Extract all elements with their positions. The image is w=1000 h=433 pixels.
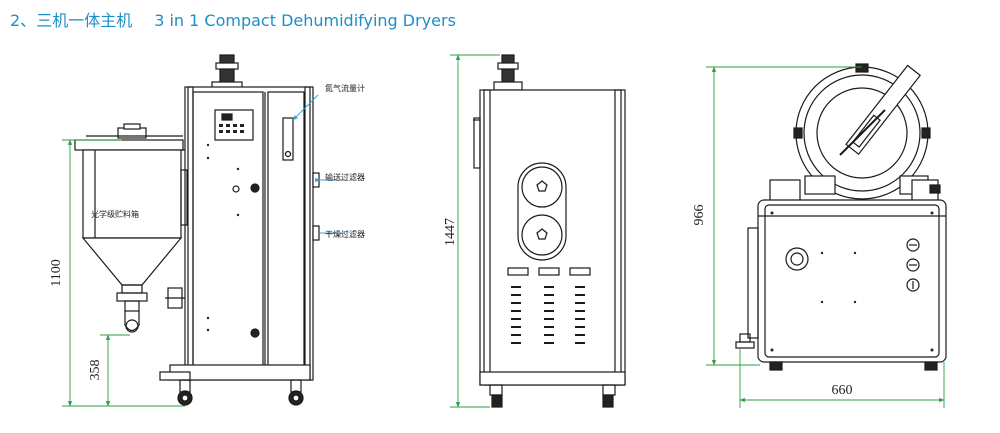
- label-drying-filter: 干燥过滤器: [325, 229, 365, 239]
- dim-front-base: 358: [88, 360, 103, 381]
- label-hopper: 光学级贮料箱: [91, 209, 139, 219]
- top-view-dimensions: [706, 66, 945, 408]
- label-conveying-filter: 输送过滤器: [325, 172, 365, 182]
- dim-front-height: 1100: [49, 259, 64, 286]
- front-view: [74, 54, 320, 406]
- dim-top-depth: 966: [692, 205, 707, 226]
- title-zh: 三机一体主机: [36, 11, 133, 30]
- dim-side-height: 1447: [443, 218, 458, 246]
- title-number: 2、: [10, 11, 37, 30]
- front-view-dimensions: [62, 139, 185, 407]
- top-view: [735, 63, 947, 371]
- dim-top-width: 660: [832, 383, 853, 398]
- label-nitrogen-flowmeter: 氮气流量计: [325, 83, 365, 93]
- title-en: 3 in 1 Compact Dehumidifying Dryers: [154, 11, 456, 30]
- side-view: [473, 54, 626, 408]
- page-title: 2、三机一体主机 3 in 1 Compact Dehumidifying Dry…: [10, 7, 456, 31]
- side-view-dimensions: [450, 54, 500, 408]
- front-view-leaders: [292, 94, 345, 234]
